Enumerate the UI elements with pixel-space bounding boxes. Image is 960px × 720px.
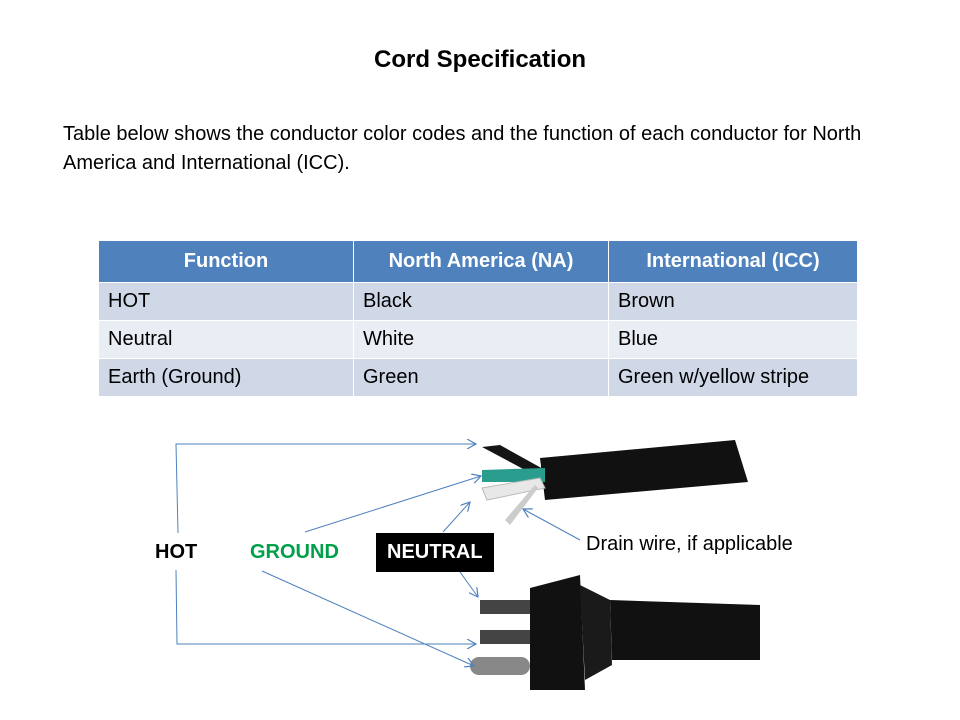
table-row: Earth (Ground) Green Green w/yellow stri… bbox=[98, 358, 858, 397]
drain-arrow bbox=[523, 509, 581, 541]
cell: Brown bbox=[608, 282, 858, 321]
neutral-label: NEUTRAL bbox=[376, 533, 494, 572]
table-header-row: Function North America (NA) Internationa… bbox=[98, 240, 858, 283]
hot-arrow-top bbox=[175, 444, 476, 534]
page-title: Cord Specification bbox=[373, 46, 587, 73]
header-icc: International (ICC) bbox=[608, 240, 858, 283]
hot-label: HOT bbox=[155, 541, 198, 563]
color-code-table: Function North America (NA) Internationa… bbox=[98, 240, 858, 397]
ground-arrow-top bbox=[304, 476, 481, 533]
cord-end-image bbox=[481, 440, 748, 525]
table-row: Neutral White Blue bbox=[98, 320, 858, 359]
cell: HOT bbox=[98, 282, 354, 321]
cell: Green w/yellow stripe bbox=[608, 358, 858, 397]
cell: Blue bbox=[608, 320, 858, 359]
cell: Neutral bbox=[98, 320, 354, 359]
table-row: HOT Black Brown bbox=[98, 282, 858, 321]
ground-arrow-bottom bbox=[261, 570, 474, 666]
cell: White bbox=[353, 320, 609, 359]
neutral-arrow-top bbox=[442, 502, 470, 533]
plug-image bbox=[470, 575, 760, 690]
header-na: North America (NA) bbox=[353, 240, 609, 283]
ground-label: GROUND bbox=[250, 541, 339, 563]
drain-wire-label: Drain wire, if applicable bbox=[586, 533, 793, 555]
cell: Black bbox=[353, 282, 609, 321]
neutral-arrow-bottom bbox=[459, 571, 478, 597]
cell: Earth (Ground) bbox=[98, 358, 354, 397]
cell: Green bbox=[353, 358, 609, 397]
hot-arrow-bottom bbox=[175, 569, 476, 644]
intro-text: Table below shows the conductor color co… bbox=[63, 123, 862, 174]
